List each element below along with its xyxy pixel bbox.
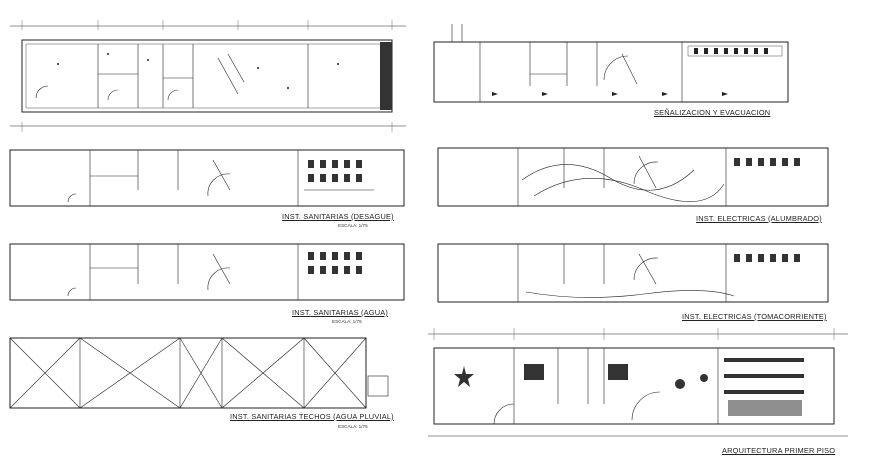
plan-general [8,18,408,136]
plan-arquitectura [418,324,868,442]
plan-techos-drawing [9,337,389,409]
plan-techos [8,336,392,410]
title-tomacorriente: INST. ELECTRICAS (TOMACORRIENTE) [682,312,827,321]
title-agua: INST. SANITARIAS (AGUA) [292,308,389,317]
plan-desague-drawing [9,149,405,207]
plan-desague [8,146,406,210]
plan-agua-drawing [9,243,405,301]
plan-general-drawing [10,20,406,132]
plan-alumbrado [434,140,834,212]
title-alumbrado: INST. ELECTRICAS (ALUMBRADO) [696,214,822,223]
title-techos: INST. SANITARIAS TECHOS (AGUA PLUVIAL) [230,412,394,421]
scale-desague: ESCALA: 1/75 [338,223,368,228]
plan-senalizacion [432,24,792,104]
plan-senalizacion-drawing [433,24,789,103]
scale-agua: ESCALA: 1/75 [332,319,362,324]
scale-techos: ESCALA: 1/75 [338,424,368,429]
title-arquitectura: ARQUITECTURA PRIMER PISO [722,446,836,455]
plan-arquitectura-drawing [428,328,848,437]
title-desague: INST. SANITARIAS (DESAGUE) [282,212,394,221]
plan-tomacorriente [434,240,834,310]
plan-tomacorriente-drawing [437,243,829,303]
plan-agua [8,240,406,304]
plan-alumbrado-drawing [437,147,829,207]
title-senalizacion: SEÑALIZACION Y EVACUACION [654,108,771,117]
